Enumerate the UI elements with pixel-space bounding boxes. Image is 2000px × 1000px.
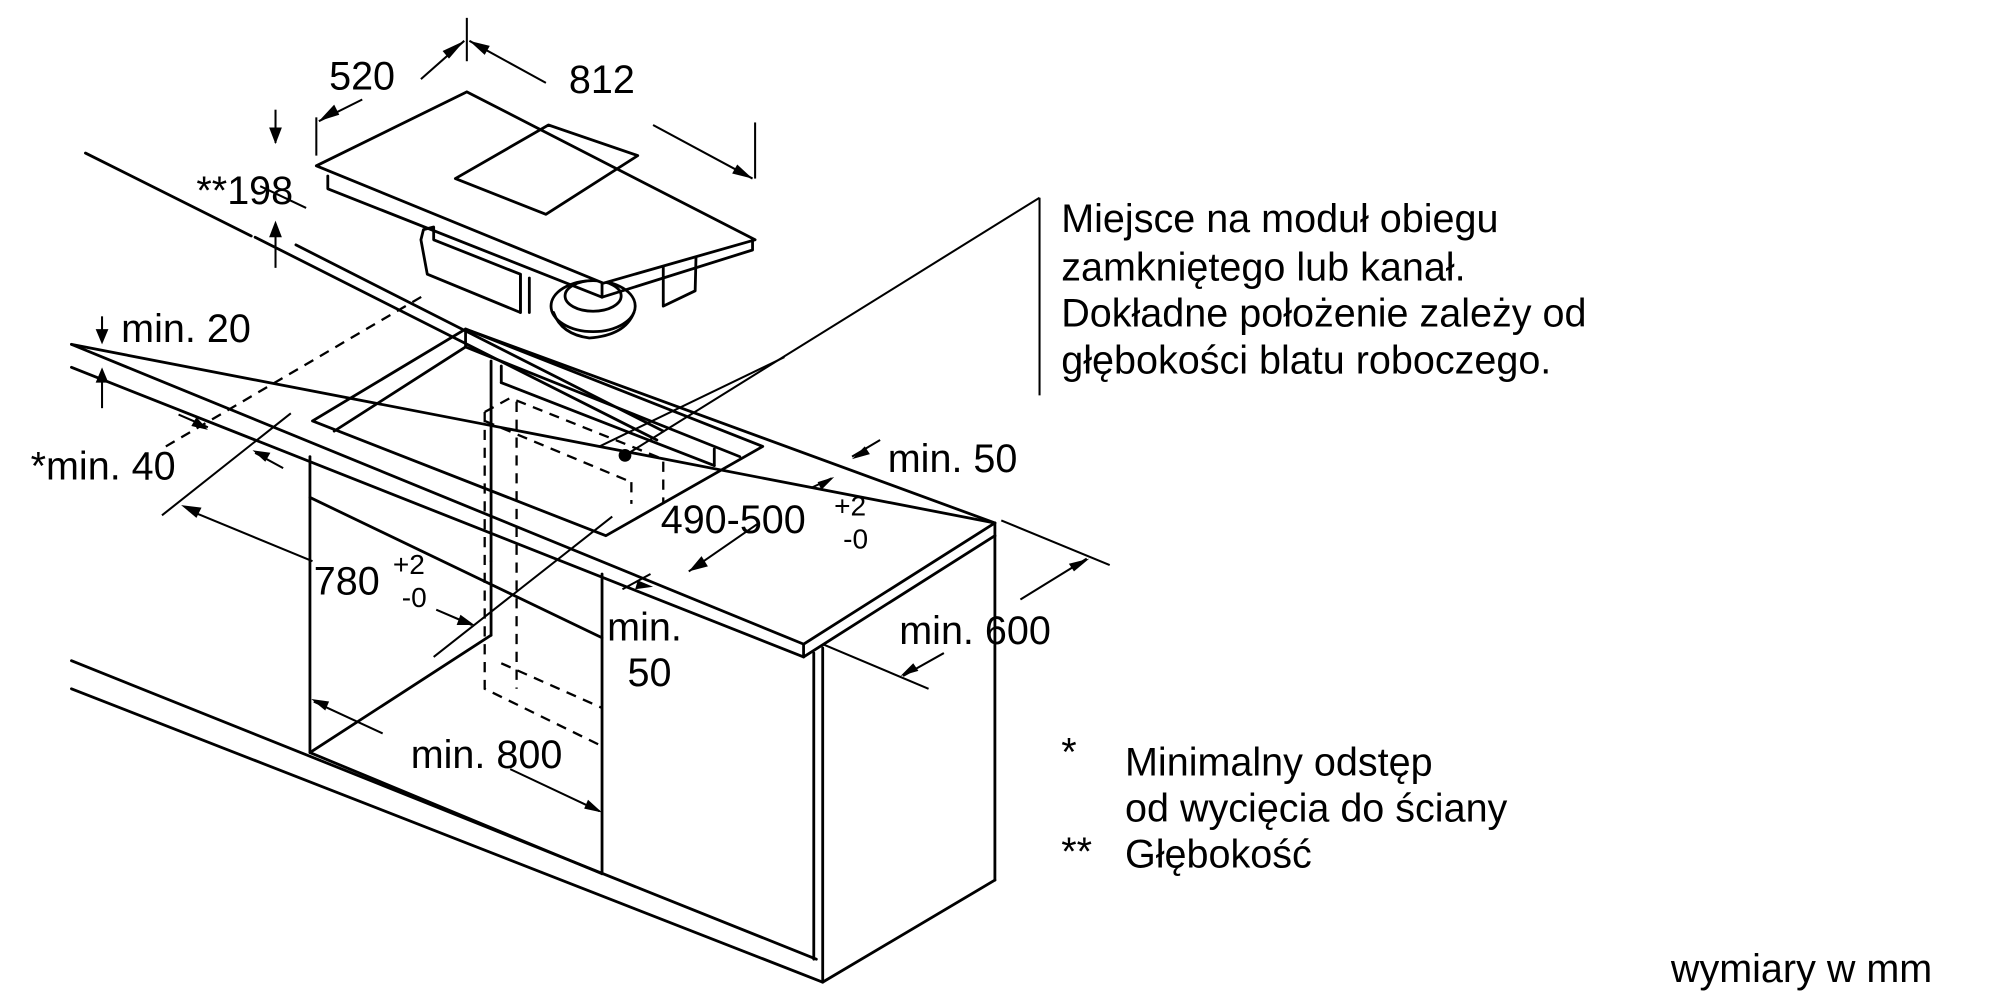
svg-text:Minimalny odstęp: Minimalny odstęp bbox=[1125, 741, 1433, 785]
cutout-width-label: 780 +2 -0 bbox=[314, 549, 427, 613]
min-front-edge-label-2: 50 bbox=[628, 651, 672, 695]
svg-text:780: 780 bbox=[314, 559, 380, 603]
svg-text:Miejsce na moduł obiegu: Miejsce na moduł obiegu bbox=[1061, 197, 1498, 241]
min-front-edge-label-1: min. bbox=[607, 605, 682, 649]
hob-dimensions bbox=[259, 17, 757, 268]
units-note: wymiary w mm bbox=[1670, 947, 1932, 991]
hob bbox=[314, 90, 757, 340]
min-cabinet-width-label: min. 800 bbox=[411, 733, 563, 777]
svg-text:zamkniętego lub kanał.: zamkniętego lub kanał. bbox=[1061, 246, 1465, 290]
svg-text:Dokładne położenie zależy od: Dokładne położenie zależy od bbox=[1061, 292, 1586, 336]
footnote-marker: * bbox=[1061, 730, 1076, 774]
min-front-gap-label: min. 50 bbox=[888, 437, 1018, 481]
base-cabinet bbox=[70, 455, 825, 984]
svg-text:Głębokość: Głębokość bbox=[1125, 832, 1312, 876]
callout-leader bbox=[618, 196, 1041, 462]
svg-text:-0: -0 bbox=[402, 582, 427, 613]
footnote-marker: ** bbox=[1061, 830, 1092, 874]
min-thickness-label: min. 20 bbox=[121, 307, 251, 351]
cutout-depth-label: 490-500 +2 -0 bbox=[661, 490, 868, 554]
min-depth-label: min. 600 bbox=[899, 609, 1051, 653]
hob-depth-label: 520 bbox=[329, 54, 395, 98]
svg-text:-0: -0 bbox=[843, 523, 868, 554]
svg-text:+2: +2 bbox=[393, 549, 425, 580]
hob-width-label: 812 bbox=[569, 58, 635, 102]
svg-text:od wycięcia do ściany: od wycięcia do ściany bbox=[1125, 786, 1508, 830]
svg-text:490-500: 490-500 bbox=[661, 498, 806, 542]
module-space-dashed bbox=[165, 292, 665, 748]
worktop bbox=[70, 327, 997, 984]
min-wall-gap-label: *min. 40 bbox=[31, 445, 176, 489]
svg-text:głębokości blatu roboczego.: głębokości blatu roboczego. bbox=[1061, 339, 1551, 383]
svg-text:+2: +2 bbox=[834, 490, 866, 521]
worktop-dimensions bbox=[95, 316, 1111, 813]
callout-text: Miejsce na moduł obiegu zamkniętego lub … bbox=[1061, 197, 1586, 383]
hob-height-label: **198 bbox=[196, 169, 293, 213]
footnotes: * Minimalny odstęp od wycięcia do ściany… bbox=[1061, 730, 1507, 876]
cutout bbox=[311, 327, 765, 563]
